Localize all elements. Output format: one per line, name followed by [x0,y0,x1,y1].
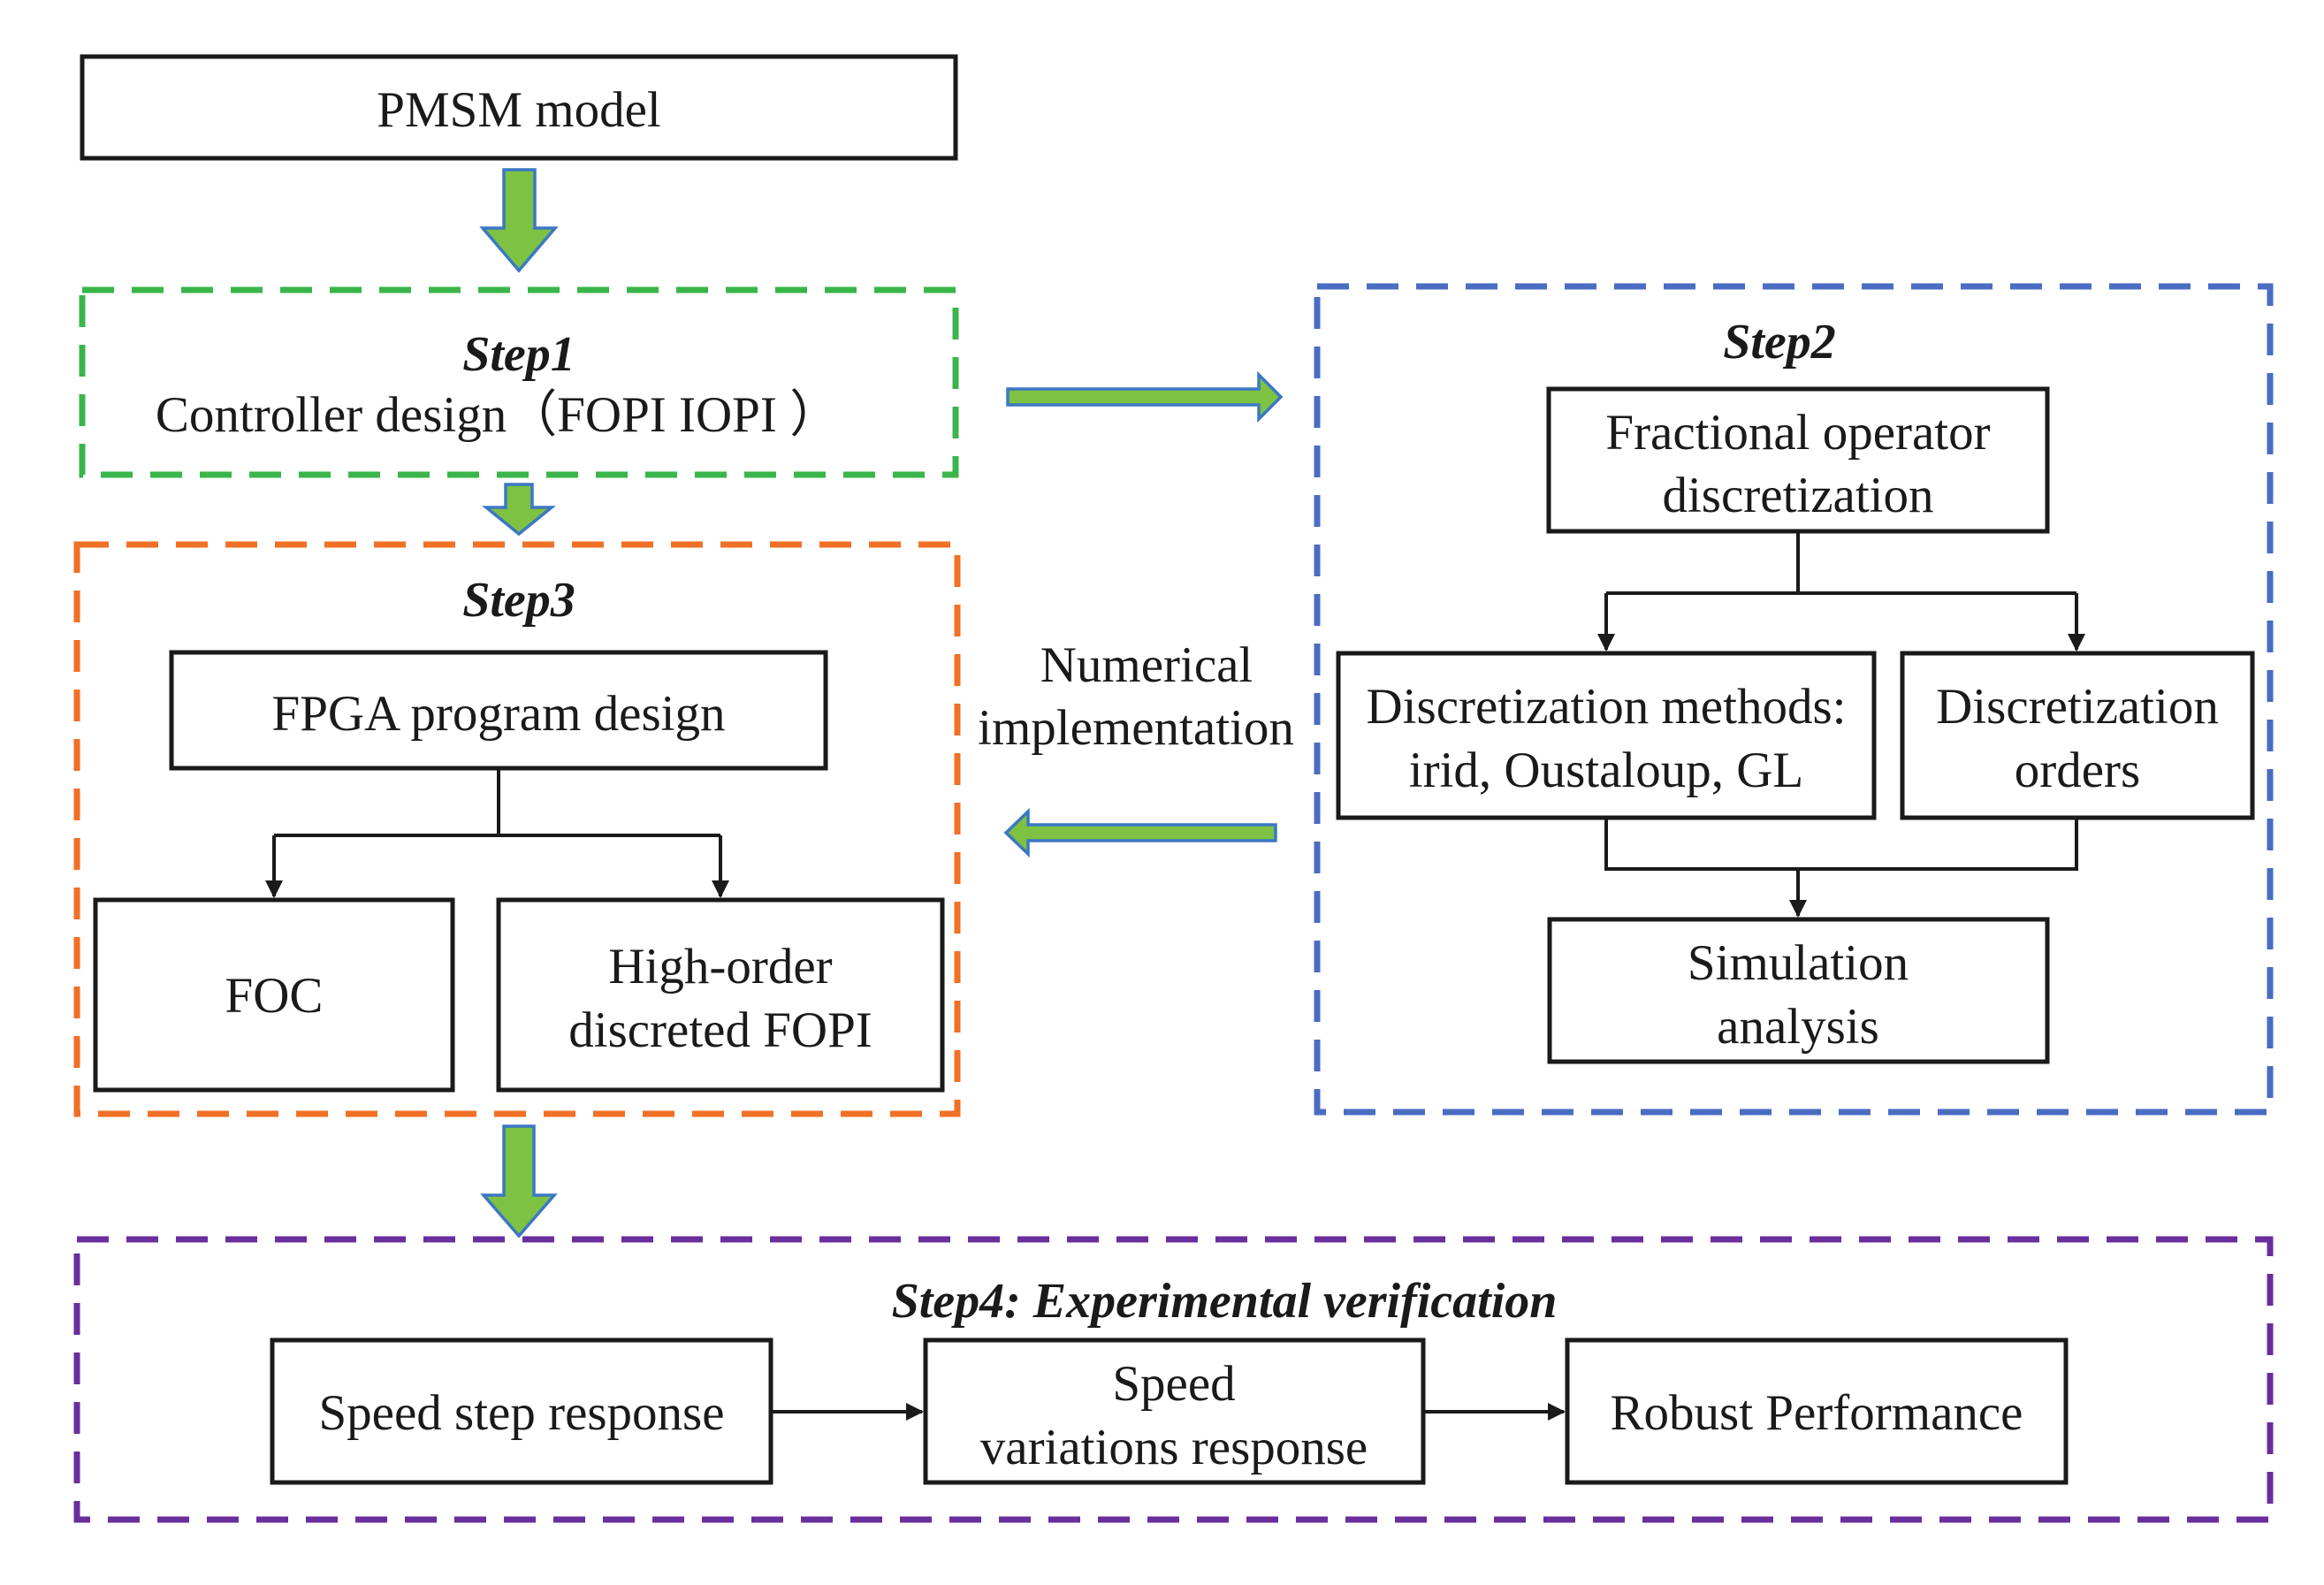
arrow-step2-to-step3 [1003,807,1277,858]
step1-group: Step1 Controller design（FOPI IOPI ） [79,286,959,478]
step3-dashed-frame [73,541,961,1117]
high-order-fopi-box: High-order discreted FOPI [496,897,945,1093]
orders-line2: orders [2015,743,2140,798]
foc-label: FOC [225,968,324,1024]
arrow-step1-to-step3 [482,483,556,537]
pmsm-model-label: PMSM model [377,82,661,138]
simulation-analysis-box: Simulation analysis [1547,917,2050,1064]
speed-variations-response-box: Speed variations response [923,1337,1426,1485]
step3-title: Step3 [462,573,575,628]
simulation-line1: Simulation [1688,935,1909,991]
high-order-line1: High-order [608,939,832,994]
discretization-methods-box: Discretization methods: irid, Oustaloup,… [1336,651,1877,820]
speed-variations-line1: Speed [1112,1356,1235,1412]
step2-group: Step2 Fractional operator discretization… [1314,283,2274,1116]
step2-dashed-frame [1314,283,2274,1116]
step4-dashed-frame [73,1236,2274,1523]
simulation-line2: analysis [1717,999,1879,1055]
high-order-line2: discreted FOPI [568,1002,872,1058]
fractional-operator-line2: discretization [1662,468,1933,523]
foc-box: FOC [93,897,455,1093]
pmsm-model-box: PMSM model [80,54,958,161]
methods-line1: Discretization methods: [1367,679,1847,735]
speed-variations-line2: variations response [980,1420,1368,1475]
step2-title: Step2 [1723,315,1836,370]
fpga-label: FPGA program design [272,686,726,742]
connector-fractional-split [1606,531,2076,595]
step1-title: Step1 [462,327,575,382]
fractional-operator-box: Fractional operator discretization [1546,386,2050,534]
arrow-pmsm-to-step1 [479,168,559,273]
numerical-implementation-line1: Numerical [1040,637,1253,693]
discretization-orders-box: Discretization orders [1900,651,2255,820]
fpga-program-design-box: FPGA program design [169,650,828,771]
connector-merge [1604,818,2078,871]
numerical-implementation-line2: implementation [978,700,1294,756]
robust-performance-label: Robust Performance [1611,1385,2023,1441]
connector-fpga-split [274,768,720,837]
orders-line1: Discretization [1936,679,2219,735]
step4-title: Step4: Experimental verification [892,1274,1558,1329]
arrow-step1-to-step2 [1006,370,1284,423]
step1-dashed-frame [79,286,959,478]
fractional-operator-line1: Fractional operator [1605,405,1990,461]
speed-step-response-box: Speed step response [270,1337,773,1485]
arrow-step3-to-step4 [480,1124,558,1238]
step1-controller-design-label: Controller design（FOPI IOPI ） [156,387,840,443]
step3-group: Step3 FPGA program design FOC High-order… [73,541,961,1117]
step4-group: Step4: Experimental verification Speed s… [73,1236,2274,1523]
methods-line2: irid, Oustaloup, GL [1409,743,1803,798]
speed-step-label: Speed step response [318,1385,724,1441]
robust-performance-box: Robust Performance [1565,1337,2069,1485]
